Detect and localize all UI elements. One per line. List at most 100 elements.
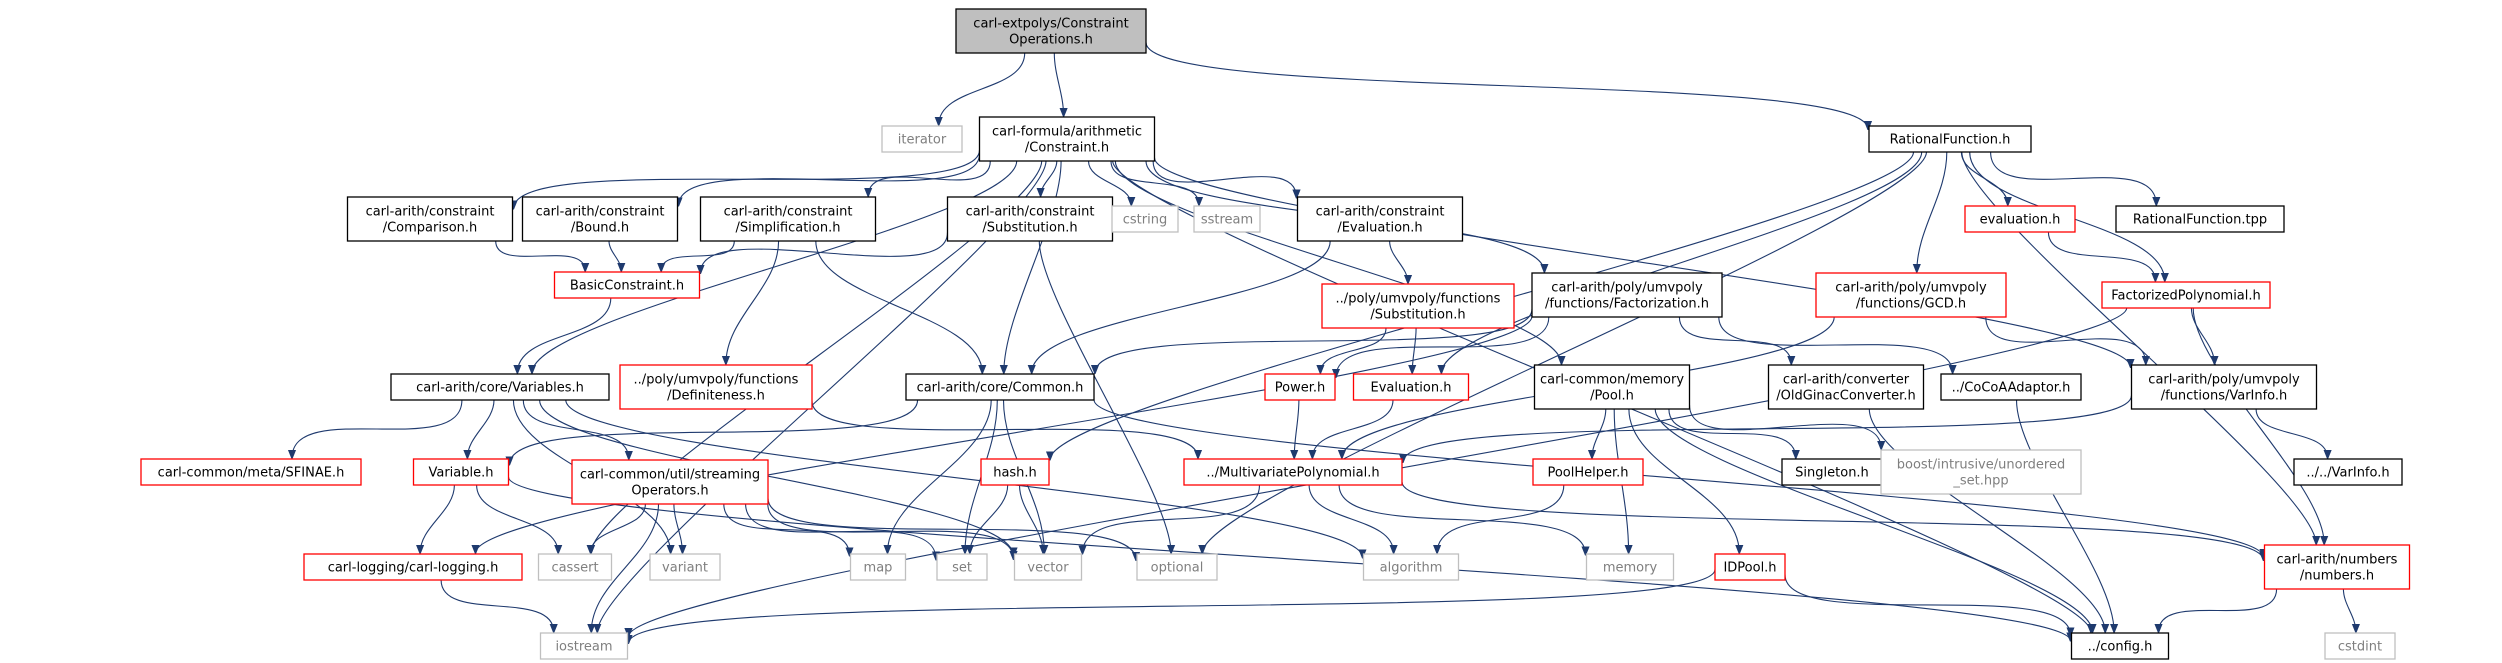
node-box bbox=[571, 459, 769, 505]
edge-multipoly-to-numbers bbox=[1401, 481, 2264, 560]
node-box bbox=[905, 373, 1095, 401]
node-box bbox=[2130, 364, 2318, 410]
node-label: iostream bbox=[555, 640, 612, 655]
node-common[interactable]: carl-arith/core/Common.h bbox=[905, 373, 1095, 401]
node-comparison[interactable]: carl-arith/constraint/Comparison.h bbox=[346, 196, 514, 242]
edge-evaluation-c-to-common bbox=[1032, 240, 1331, 373]
edge-ratfunc-to-evaluation-f bbox=[1441, 151, 1923, 373]
node-label: set bbox=[952, 561, 972, 576]
node-label: carl-arith/constraint bbox=[536, 205, 665, 220]
node-map: map bbox=[849, 553, 907, 581]
node-box bbox=[2293, 458, 2403, 486]
node-oldginac[interactable]: carl-arith/converter/OldGinacConverter.h bbox=[1767, 364, 1925, 410]
node-logging[interactable]: carl-logging/carl-logging.h bbox=[303, 553, 523, 581]
node-power[interactable]: Power.h bbox=[1264, 373, 1336, 401]
edge-comparison-to-basic bbox=[495, 240, 586, 271]
node-box bbox=[1183, 458, 1403, 486]
node-label: carl-arith/constraint bbox=[966, 205, 1095, 220]
edge-evaluation-c-to-subst-func bbox=[1389, 240, 1408, 283]
node-label: carl-common/memory bbox=[1540, 373, 1684, 388]
node-box bbox=[1940, 373, 2082, 401]
node-gcd[interactable]: carl-arith/poly/umvpoly/functions/GCD.h bbox=[1815, 272, 2007, 318]
node-subst-func[interactable]: ../poly/umvpoly/functions/Substitution.h bbox=[1321, 283, 1515, 329]
node-variable[interactable]: Variable.h bbox=[412, 458, 510, 486]
node-label: carl-arith/core/Variables.h bbox=[416, 381, 584, 396]
node-label: /Evaluation.h bbox=[1337, 221, 1422, 236]
node-box bbox=[1531, 272, 1723, 318]
node-label: IDPool.h bbox=[1723, 561, 1776, 576]
node-hash[interactable]: hash.h bbox=[980, 458, 1050, 486]
node-label: /numbers.h bbox=[2300, 569, 2374, 584]
edge-definiteness-to-multipoly bbox=[811, 401, 1198, 458]
node-label: carl-common/meta/SFINAE.h bbox=[158, 466, 345, 481]
node-poolhelper[interactable]: PoolHelper.h bbox=[1532, 458, 1644, 486]
node-label: carl-common/util/streaming bbox=[580, 468, 760, 483]
node-box bbox=[1321, 283, 1515, 329]
node-bound[interactable]: carl-arith/constraint/Bound.h bbox=[521, 196, 679, 242]
node-definiteness[interactable]: ../poly/umvpoly/functions/Definiteness.h bbox=[619, 364, 813, 410]
node-factorization[interactable]: carl-arith/poly/umvpoly/functions/Factor… bbox=[1531, 272, 1723, 318]
node-optional: optional bbox=[1136, 553, 1218, 581]
node-label: /Bound.h bbox=[571, 221, 629, 236]
edge-factorization-to-logging bbox=[476, 316, 1533, 553]
node-sfinae[interactable]: carl-common/meta/SFINAE.h bbox=[140, 458, 362, 486]
node-box bbox=[978, 116, 1156, 162]
node-ratfunc[interactable]: RationalFunction.h bbox=[1868, 125, 2032, 153]
node-multipoly[interactable]: ../MultivariatePolynomial.h bbox=[1183, 458, 1403, 486]
edge-subst-func-to-power bbox=[1320, 327, 1387, 373]
node-boost: boost/intrusive/unordered_set.hpp bbox=[1880, 449, 2082, 495]
node-label: PoolHelper.h bbox=[1547, 466, 1628, 481]
node-basic[interactable]: BasicConstraint.h bbox=[553, 271, 701, 299]
node-box bbox=[2070, 632, 2170, 660]
edge-bound-to-basic bbox=[608, 240, 621, 271]
edge-variables-to-sfinae bbox=[292, 399, 463, 458]
node-iterator: iterator bbox=[881, 125, 963, 153]
node-cocoa[interactable]: ../CoCoAAdaptor.h bbox=[1940, 373, 2082, 401]
edge-evaluation-r-to-factpoly bbox=[2047, 231, 2155, 281]
node-config[interactable]: ../config.h bbox=[2070, 632, 2170, 660]
node-varinfo[interactable]: carl-arith/poly/umvpoly/functions/VarInf… bbox=[2130, 364, 2318, 410]
edge-power-to-multipoly bbox=[1294, 399, 1300, 458]
node-box bbox=[1868, 125, 2032, 153]
node-label: ../CoCoAAdaptor.h bbox=[1952, 381, 2071, 396]
edge-streaming-to-cassert bbox=[591, 503, 646, 553]
node-variables[interactable]: carl-arith/core/Variables.h bbox=[390, 373, 610, 401]
node-box bbox=[1264, 373, 1336, 401]
node-numbers[interactable]: carl-arith/numbers/numbers.h bbox=[2263, 544, 2411, 590]
edge-logging-to-iostream bbox=[440, 579, 554, 632]
node-set: set bbox=[936, 553, 988, 581]
node-label: /Simplification.h bbox=[736, 221, 841, 236]
node-ratfunc-tpp[interactable]: RationalFunction.tpp bbox=[2115, 205, 2285, 233]
edge-idpool-to-iostream bbox=[629, 569, 1716, 643]
edge-pool-to-boost bbox=[1688, 404, 1882, 449]
node-evaluation-c[interactable]: carl-arith/constraint/Evaluation.h bbox=[1296, 196, 1464, 242]
node-constraint[interactable]: carl-formula/arithmetic/Constraint.h bbox=[978, 116, 1156, 162]
node-pool[interactable]: carl-common/memory/Pool.h bbox=[1533, 364, 1691, 410]
node-label: ../config.h bbox=[2088, 640, 2153, 655]
node-box bbox=[1136, 553, 1218, 581]
node-label: cassert bbox=[551, 561, 598, 576]
edge-cocoa-to-config bbox=[2015, 399, 2115, 632]
node-box bbox=[537, 553, 613, 581]
node-evaluation-f[interactable]: Evaluation.h bbox=[1352, 373, 1470, 401]
edge-varinfo-to-varinfo2 bbox=[2255, 408, 2328, 458]
edge-variable-to-logging bbox=[420, 484, 455, 553]
node-varinfo2[interactable]: ../../VarInfo.h bbox=[2293, 458, 2403, 486]
node-box bbox=[649, 553, 721, 581]
node-label: /Constraint.h bbox=[1025, 141, 1109, 156]
node-singleton[interactable]: Singleton.h bbox=[1781, 458, 1883, 486]
node-label: carl-arith/numbers bbox=[2277, 553, 2398, 568]
edge-ratfunc-to-gcd bbox=[1917, 151, 1948, 272]
node-factpoly[interactable]: FactorizedPolynomial.h bbox=[2101, 281, 2271, 309]
node-simplification[interactable]: carl-arith/constraint/Simplification.h bbox=[699, 196, 877, 242]
node-box bbox=[553, 271, 701, 299]
edge-root-to-iterator bbox=[939, 52, 1026, 125]
node-substitution[interactable]: carl-arith/constraint/Substitution.h bbox=[946, 196, 1114, 242]
edge-variables-to-variable bbox=[467, 399, 495, 458]
node-evaluation-r[interactable]: evaluation.h bbox=[1964, 205, 2076, 233]
edge-multipoly-to-algorithm bbox=[1308, 484, 1394, 553]
node-idpool[interactable]: IDPool.h bbox=[1714, 553, 1786, 581]
node-label: Variable.h bbox=[428, 466, 493, 481]
